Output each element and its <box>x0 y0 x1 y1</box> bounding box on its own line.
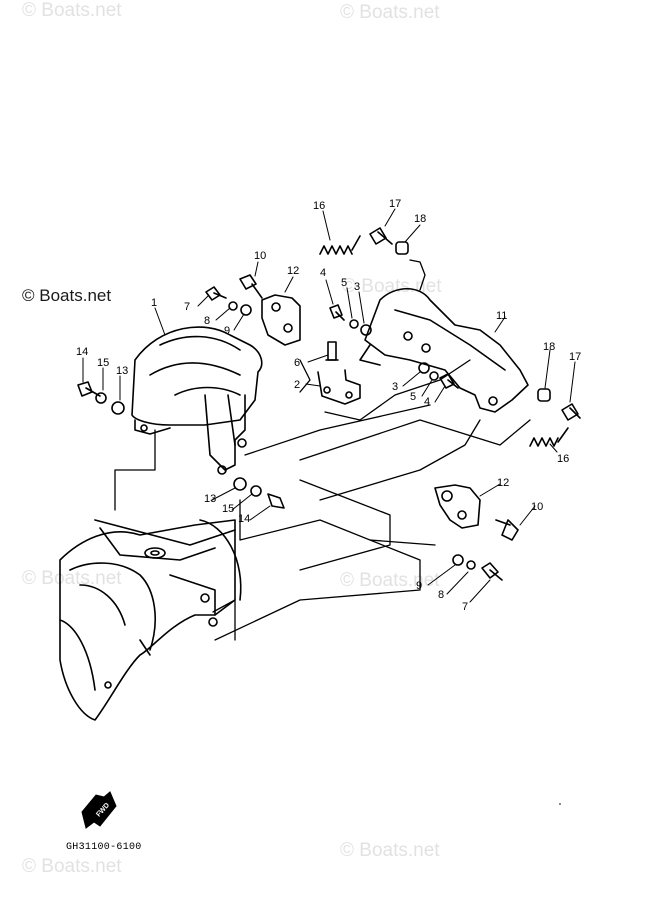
steering-cover-part-1 <box>131 326 263 435</box>
callout-7: 7 <box>462 601 468 613</box>
callout-18: 18 <box>414 213 426 225</box>
callout-4: 4 <box>424 396 430 408</box>
bolt-part-14-left <box>77 381 101 397</box>
watermark: © Boats.net <box>340 840 440 861</box>
watermark: © Boats.net <box>342 276 442 297</box>
callout-12: 12 <box>497 477 509 489</box>
callout-3: 3 <box>392 381 398 393</box>
callout-16: 16 <box>557 453 569 465</box>
bolt-part-17-top <box>369 227 393 245</box>
watermark: © Boats.net <box>22 856 122 877</box>
bracket-part-11 <box>359 288 529 413</box>
washer-part-15-center <box>250 485 262 497</box>
bolt-part-10-right <box>495 519 519 541</box>
callout-8: 8 <box>438 589 444 601</box>
center-link-plate <box>261 294 301 346</box>
link-arm-part-12 <box>434 484 481 529</box>
callout-labels: 1 14 15 13 7 8 9 10 12 16 17 18 4 5 3 11… <box>76 198 581 613</box>
callout-15: 15 <box>97 357 109 369</box>
jet-pump-housing <box>59 519 242 721</box>
callout-2: 2 <box>294 379 300 391</box>
washer-part-8-top <box>228 301 238 311</box>
washer-part-8-right <box>466 560 476 570</box>
mount-bracket <box>204 394 247 475</box>
speck <box>559 803 561 805</box>
callout-10: 10 <box>254 250 266 262</box>
callout-6: 6 <box>294 357 300 369</box>
bolt-part-14-center <box>267 493 285 509</box>
callout-5: 5 <box>341 277 347 289</box>
nut-part-9-right <box>452 554 464 566</box>
bolt-part-7-right <box>481 562 503 581</box>
callout-7: 7 <box>184 301 190 313</box>
clamp-part-2 <box>317 369 361 405</box>
callout-13: 13 <box>204 493 216 505</box>
watermark: © Boats.net <box>22 568 122 589</box>
washer-part-5-top <box>349 319 359 329</box>
callout-5: 5 <box>410 391 416 403</box>
bolt-part-7-top <box>205 286 227 301</box>
watermark-highlighted: © Boats.net <box>22 286 112 305</box>
watermark: © Boats.net <box>22 0 122 21</box>
callout-11: 11 <box>496 310 507 322</box>
callout-10: 10 <box>531 501 543 513</box>
washer-part-15-left <box>95 392 107 404</box>
callout-9: 9 <box>416 580 422 592</box>
collar-part-18-right <box>537 388 551 402</box>
watermark: © Boats.net <box>340 570 440 591</box>
leader-lines <box>82 208 576 603</box>
nut-part-9-top <box>240 304 252 316</box>
bushing-part-3-top <box>360 324 372 336</box>
bolt-part-17-right <box>561 403 581 421</box>
spacer-part-13-center <box>233 477 247 491</box>
callout-16: 16 <box>313 200 325 212</box>
grease-nipple-part-6 <box>325 341 339 361</box>
collar-part-18-top <box>395 241 409 255</box>
bolt-part-4-right <box>439 373 459 389</box>
callout-14: 14 <box>238 513 250 525</box>
fwd-arrow-icon: FWD <box>81 791 117 829</box>
callout-1: 1 <box>151 297 157 309</box>
spring-part-16-top <box>319 235 361 255</box>
callout-13: 13 <box>116 365 128 377</box>
callout-3: 3 <box>354 281 360 293</box>
washer-part-5-right <box>429 371 439 381</box>
bushing-part-3-right <box>418 362 430 374</box>
bolt-part-10-top <box>239 274 263 299</box>
drawing-code: GH31100-6100 <box>66 842 142 853</box>
spacer-part-13-left <box>111 401 125 415</box>
spring-part-16-right <box>529 427 569 447</box>
bolt-part-4-top <box>329 304 345 321</box>
callout-14: 14 <box>76 346 88 358</box>
callout-9: 9 <box>224 325 230 337</box>
watermark: © Boats.net <box>340 2 440 23</box>
callout-15: 15 <box>222 503 234 515</box>
callout-4: 4 <box>320 267 326 279</box>
callout-8: 8 <box>204 315 210 327</box>
callout-18: 18 <box>543 341 555 353</box>
callout-17: 17 <box>569 351 581 363</box>
assembly-lines <box>114 259 531 641</box>
callout-17: 17 <box>389 198 401 210</box>
callout-12: 12 <box>287 265 299 277</box>
